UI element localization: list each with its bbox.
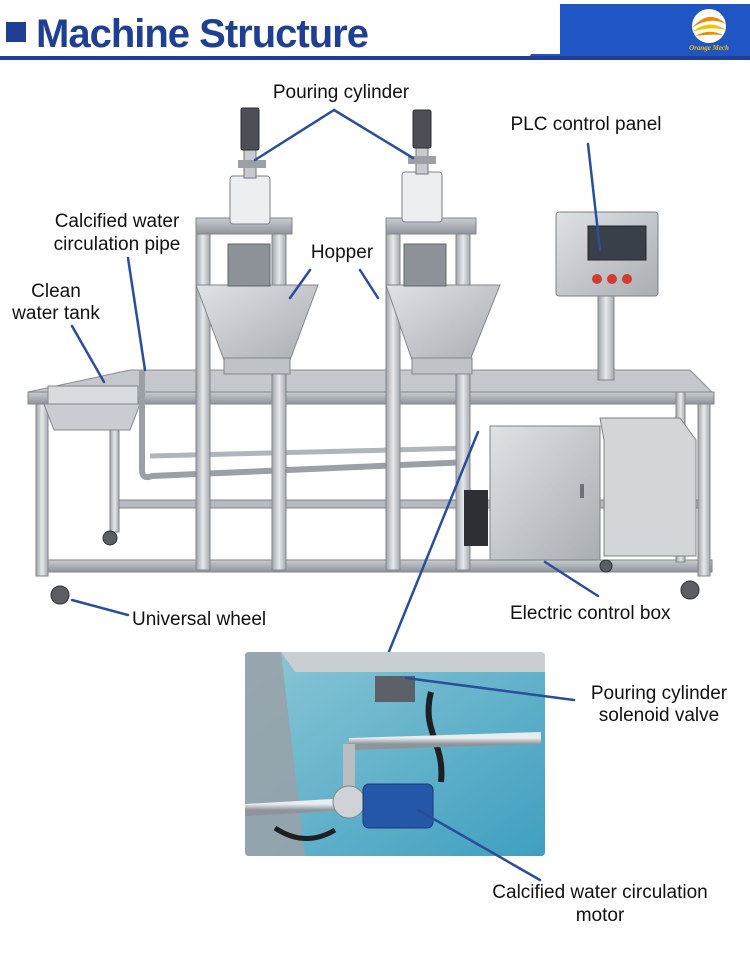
label-electric-control-box: Electric control box [510, 603, 671, 624]
label-plc-control-panel: PLC control panel [510, 114, 662, 135]
label-clean-tank-line2: water tank [12, 303, 100, 324]
logo-mark-icon [692, 9, 726, 43]
plc-control-panel [555, 211, 659, 381]
inset-detail-photo [245, 652, 545, 856]
title-square-icon [6, 22, 26, 42]
label-calcified-pipe-line1: Calcified water [54, 211, 180, 232]
left-hopper-assembly [195, 107, 319, 571]
pointer-lines [70, 108, 602, 656]
page-header: Machine Structure Orange Mech [0, 0, 750, 62]
header-underline [0, 56, 750, 60]
label-clean-tank-line1: Clean [31, 281, 81, 302]
label-solenoid-line2: solenoid valve [598, 705, 720, 726]
inset-illustration [245, 652, 545, 856]
logo-text: Orange Mech [689, 44, 729, 52]
label-motor-line1: Calcified water circulation [492, 882, 708, 903]
label-pouring-cylinder: Pouring cylinder [272, 82, 410, 103]
clean-water-tank [43, 385, 141, 431]
electric-control-box [464, 417, 697, 561]
machine-illustration [27, 107, 715, 656]
label-calcified-pipe-line2: circulation pipe [53, 234, 181, 255]
label-motor-line2: motor [575, 905, 625, 926]
page-title: Machine Structure [36, 12, 369, 56]
right-hopper-assembly [385, 109, 501, 571]
title-block: Machine Structure [0, 4, 560, 56]
label-universal-wheel: Universal wheel [132, 609, 267, 630]
label-hopper: Hopper [310, 242, 374, 263]
brand-logo: Orange Mech [678, 6, 740, 54]
label-solenoid-line1: Pouring cylinder [590, 683, 728, 704]
universal-wheels [50, 530, 700, 605]
